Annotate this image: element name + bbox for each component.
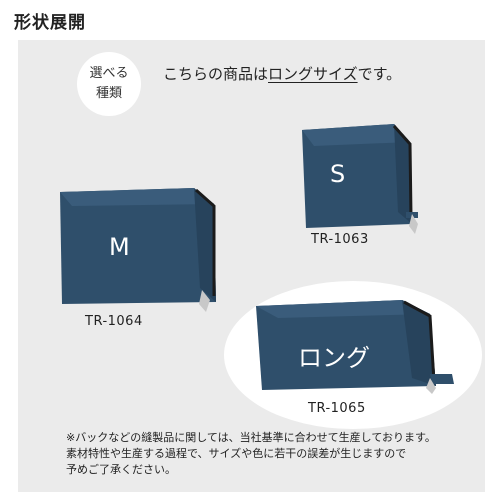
page-title: 形状展開 <box>14 13 86 33</box>
headline-suffix: です。 <box>357 65 402 83</box>
badge-line-1: 選べる <box>89 66 129 81</box>
headline-emphasis: ロングサイズ <box>268 65 358 83</box>
pouch-image-m: M <box>54 176 224 316</box>
bag-label-m: M <box>109 233 130 261</box>
pouch-image-s: S <box>294 116 426 234</box>
note-line-1: ※バックなどの縫製品に関しては、当社基準に合わせて生産しております。 <box>66 431 436 444</box>
pouch-image-long: ロング <box>252 290 458 394</box>
badge-line-2: 種類 <box>95 86 122 101</box>
headline-prefix: こちらの商品は <box>163 65 269 83</box>
selectable-types-badge: 選べる 種類 <box>77 52 141 116</box>
product-headline: こちらの商品はロングサイズです。 <box>163 63 401 84</box>
product-code-s: TR-1063 <box>311 232 369 247</box>
note-line-3: 予めご了承ください。 <box>66 463 176 476</box>
product-code-m: TR-1064 <box>85 314 143 329</box>
bag-label-long: ロング <box>298 344 370 372</box>
bag-label-s: S <box>330 160 346 188</box>
product-code-long: TR-1065 <box>308 401 366 416</box>
note-line-2: 素材特性や生産する過程で、サイズや色に若干の誤差が生じますので <box>66 447 407 460</box>
disclaimer-note: ※バックなどの縫製品に関しては、当社基準に合わせて生産しております。 素材特性や… <box>66 430 486 478</box>
